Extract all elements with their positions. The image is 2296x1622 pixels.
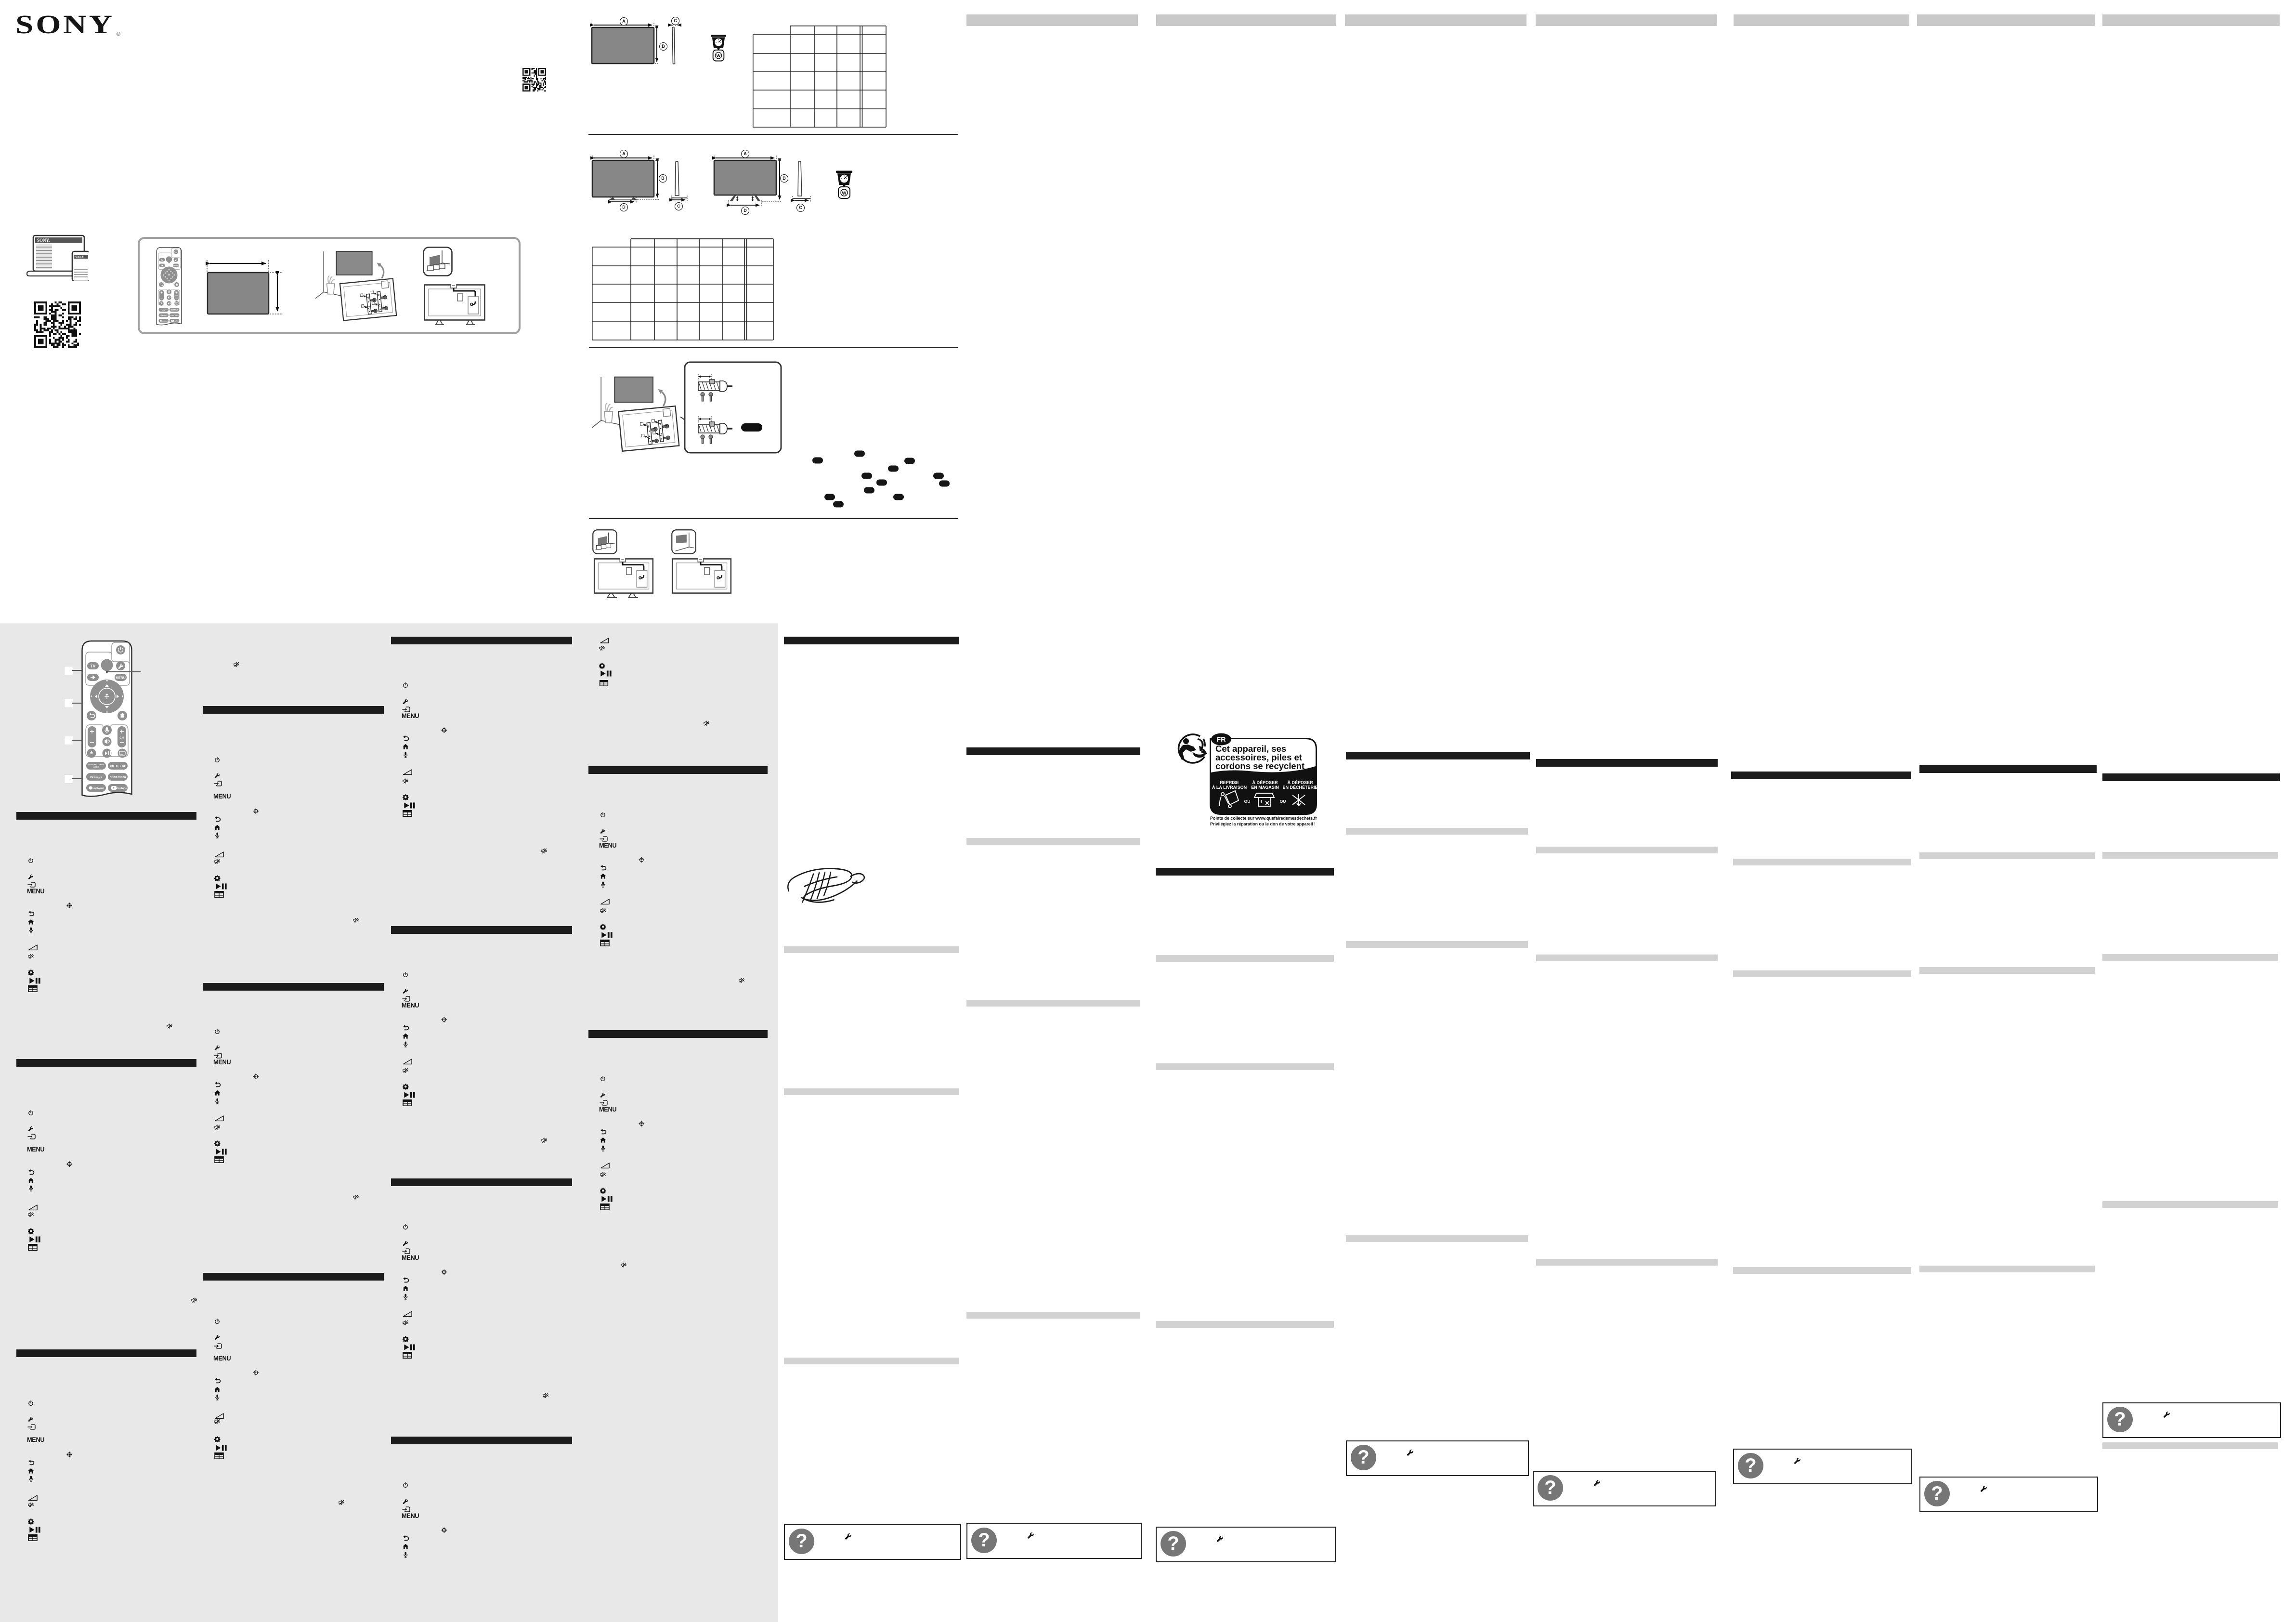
svg-text:cordons se recyclent: cordons se recyclent: [1215, 761, 1305, 771]
svg-text:OU: OU: [1280, 799, 1286, 804]
svg-text:EN MAGASIN: EN MAGASIN: [1251, 785, 1279, 790]
svg-text:SONY: SONY: [15, 12, 115, 39]
svg-text:SONY: SONY: [75, 255, 84, 259]
svg-text:SONY.: SONY.: [37, 238, 50, 243]
svg-text:Privilégiez la réparation ou l: Privilégiez la réparation ou le don de v…: [1210, 822, 1316, 827]
svg-text:REPRISE: REPRISE: [1220, 780, 1239, 785]
svg-text:Points de collecte sur www.que: Points de collecte sur www.quefairedemes…: [1210, 816, 1317, 821]
svg-text:À DÉPOSER: À DÉPOSER: [1252, 780, 1278, 785]
svg-text:À DÉPOSER: À DÉPOSER: [1287, 780, 1313, 785]
svg-text:EN DÉCHÈTERIE: EN DÉCHÈTERIE: [1282, 785, 1318, 790]
svg-text:Cet appareil, ses: Cet appareil, ses: [1215, 744, 1286, 754]
svg-text:®: ®: [117, 31, 120, 37]
svg-text:OU: OU: [1244, 799, 1251, 804]
svg-text:FR: FR: [1217, 735, 1226, 743]
svg-text:À LA LIVRAISON: À LA LIVRAISON: [1212, 785, 1247, 790]
svg-text:accessoires, piles et: accessoires, piles et: [1215, 752, 1302, 762]
